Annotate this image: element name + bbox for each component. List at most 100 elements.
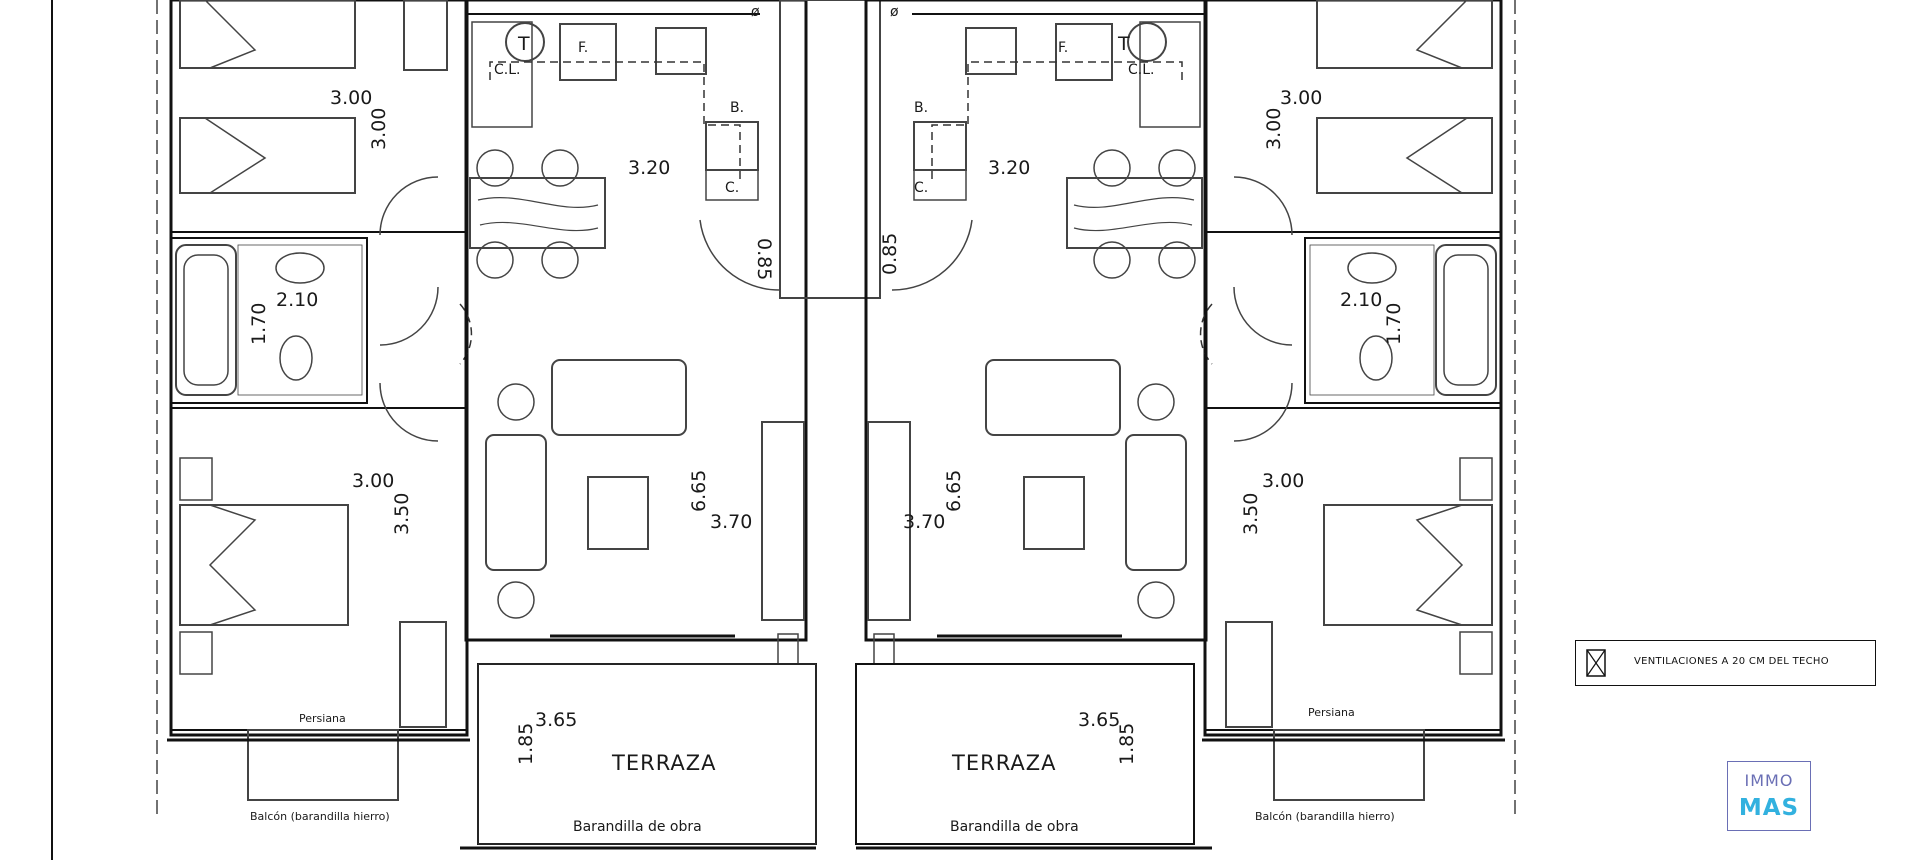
left-boiler-label: C.: [725, 180, 739, 196]
chair-l3: [476, 241, 514, 279]
nightstand-b1: [179, 457, 213, 501]
sink-r: [1347, 252, 1397, 284]
left-kitchen-dim: 3.20: [628, 157, 670, 179]
door-arc-4: [459, 303, 473, 365]
kitchen-door-right: [891, 219, 973, 291]
bed-top-2-r: [1316, 117, 1493, 194]
counter-left: [489, 61, 741, 180]
boiler-right: [913, 169, 967, 201]
water-tank-left: [505, 22, 545, 62]
kitchen-living-r: [864, 0, 1208, 642]
bed-top-1-r: [1316, 0, 1493, 69]
chair-r4: [1093, 241, 1131, 279]
coffee-table-left: [587, 476, 649, 550]
pillow-top-1-r: [1415, 0, 1468, 69]
chair-r2: [1093, 149, 1131, 187]
left-blind-label: Persiana: [299, 712, 346, 725]
wardrobe-top: [403, 0, 448, 71]
toilet-r: [1359, 335, 1393, 381]
door-arc-3-r: [1233, 382, 1293, 442]
bed-bottom-r: [1323, 504, 1493, 626]
nightstand-r2: [1459, 631, 1493, 675]
legend-text: VENTILACIONES A 20 CM DEL TECHO: [1634, 656, 1829, 667]
right-terrace-width: 3.65: [1078, 709, 1120, 731]
terrace-tiles-left: [477, 663, 817, 845]
boiler-left: [705, 169, 759, 201]
sink-kitchen-right: [965, 27, 1017, 75]
right-fridge-label: F.: [1058, 40, 1068, 56]
terrace-right: [855, 663, 1195, 845]
sofa-side-left: [485, 434, 547, 571]
unit-right: [855, 0, 1516, 850]
legend-box: VENTILACIONES A 20 CM DEL TECHO: [1575, 640, 1876, 686]
chair-r1: [1158, 149, 1196, 187]
right-living-height: 6.65: [943, 470, 965, 512]
left-tank-label: T: [517, 33, 530, 55]
left-terrace-label: TERRAZA: [611, 751, 717, 775]
pillow-top-2: [204, 117, 267, 194]
right-blind-label: Persiana: [1308, 706, 1355, 719]
kitchen-door-left: [699, 219, 781, 291]
bathtub: [175, 244, 237, 396]
right-range-label: B.: [914, 100, 928, 116]
laundry-cabinet-r: [1139, 21, 1201, 128]
toilet-left: [279, 335, 313, 381]
pillow-top-1: [204, 0, 257, 69]
right-terrace-label: TERRAZA: [951, 751, 1057, 775]
right-bedroom-top-width: 3.00: [1280, 87, 1322, 109]
unit-left: [156, 0, 881, 850]
right-passage-width: 0.85: [879, 233, 901, 275]
chair-l1: [476, 149, 514, 187]
sink-left: [275, 252, 325, 284]
bathtub-r: [1435, 244, 1497, 396]
sofa-side-right: [1125, 434, 1187, 571]
right-bedroom-top-height: 3.00: [1263, 108, 1285, 150]
left-railing-label: Barandilla de obra: [573, 819, 702, 835]
tv-unit-right: [867, 421, 911, 621]
coffee-table-right: [1023, 476, 1085, 550]
bed-top-1: [179, 0, 356, 69]
right-diameter-symbol: ø: [890, 4, 899, 20]
counter-right: [931, 61, 1183, 180]
balcony-right: [1273, 729, 1425, 801]
sofa-top-left: [551, 359, 687, 436]
fridge-left: [559, 23, 617, 81]
bedroom-top: [170, 0, 468, 233]
left-bath-height: 1.70: [248, 303, 270, 345]
ventilation-icon: [1586, 649, 1606, 677]
balcony-left: [247, 729, 399, 801]
pillow-bottom: [208, 504, 257, 626]
sink-kitchen-left: [655, 27, 707, 75]
stove-left: [705, 121, 759, 171]
chair-l4: [541, 241, 579, 279]
left-passage-width: 0.85: [753, 238, 775, 280]
pillow-bottom-r: [1415, 504, 1464, 626]
kitchen-living: [464, 0, 808, 642]
wardrobe-bottom-r: [1225, 621, 1273, 728]
left-range-label: B.: [730, 100, 744, 116]
pillow-top-2-r: [1405, 117, 1468, 194]
tv-unit-left: [761, 421, 805, 621]
immomas-logo: IMMO MAS: [1727, 761, 1811, 831]
water-tank-right: [1127, 22, 1167, 62]
right-living-width: 3.70: [903, 511, 945, 533]
door-arc-4-r: [1199, 303, 1213, 365]
laundry-cabinet: [471, 21, 533, 128]
right-terrace-height: 1.85: [1116, 723, 1138, 765]
stove-right: [913, 121, 967, 171]
lamp-r1: [1137, 383, 1175, 421]
bed-top-2: [179, 117, 356, 194]
chair-r3: [1158, 241, 1196, 279]
left-bedroom-top-width: 3.00: [330, 87, 372, 109]
logo-text-bottom: MAS: [1738, 795, 1800, 821]
left-fridge-label: F.: [578, 40, 588, 56]
dining-table-right: [1066, 177, 1203, 249]
right-bath-width: 2.10: [1340, 289, 1382, 311]
bath-tiles-r: [1309, 244, 1435, 396]
left-bedroom-bottom-width: 3.00: [352, 470, 394, 492]
left-living-height: 6.65: [688, 470, 710, 512]
right-tank-label: T: [1117, 33, 1130, 55]
right-laundry-label: C.L.: [1128, 62, 1154, 78]
wardrobe-bottom: [399, 621, 447, 728]
